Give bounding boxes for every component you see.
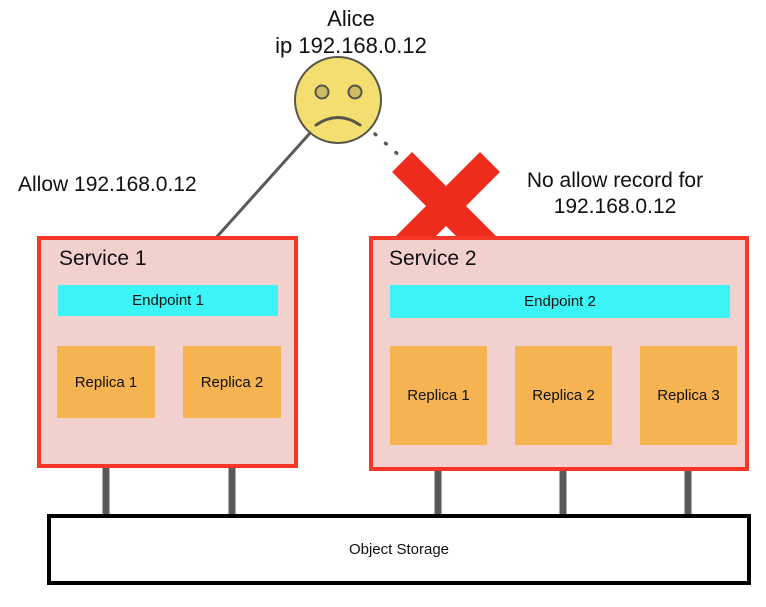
service-2-title: Service 2	[389, 247, 477, 270]
red-x-icon	[392, 152, 500, 260]
actor-name-label: Alice	[327, 6, 375, 31]
deny-annotation-label: No allow record for 192.168.0.12	[500, 168, 730, 219]
endpoint-2-box[interactable]: Endpoint 2	[390, 285, 730, 318]
service-2-replica-3[interactable]: Replica 3	[640, 346, 737, 445]
service-1-replica-1[interactable]: Replica 1	[57, 346, 155, 418]
endpoint-1-box[interactable]: Endpoint 1	[58, 285, 278, 316]
service-2-replica-2[interactable]: Replica 2	[515, 346, 612, 445]
allow-annotation-label: Allow 192.168.0.12	[18, 173, 197, 196]
service-1-replica-2[interactable]: Replica 2	[183, 346, 281, 418]
service-2-replica-1[interactable]: Replica 1	[390, 346, 487, 445]
sad-face-icon	[294, 56, 382, 144]
deny-annotation-line2: 192.168.0.12	[553, 194, 677, 218]
actor-ip-label: ip 192.168.0.12	[275, 33, 427, 58]
object-storage-box[interactable]: Object Storage	[47, 514, 751, 585]
service-1-title: Service 1	[59, 247, 147, 270]
connector-s2-replica1-storage	[434, 443, 442, 516]
deny-annotation-line1: No allow record for	[526, 169, 704, 192]
connector-s2-replica3-storage	[684, 443, 692, 516]
connector-s2-replica2-storage	[559, 443, 567, 516]
